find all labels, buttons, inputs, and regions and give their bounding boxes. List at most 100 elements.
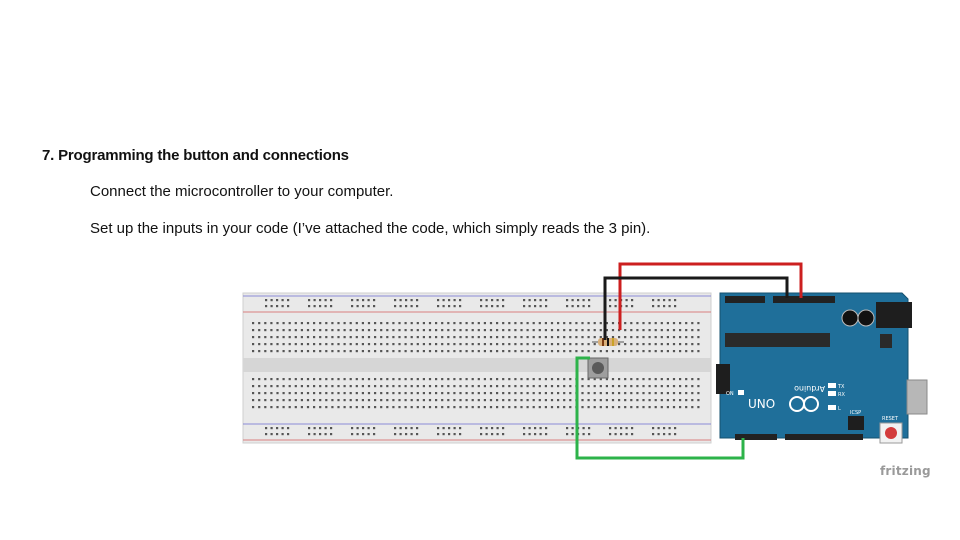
breadboard-hole — [550, 378, 554, 381]
breadboard-hole — [465, 406, 468, 409]
breadboard-hole — [471, 329, 474, 332]
breadboard-hole — [652, 427, 655, 430]
breadboard-hole — [483, 329, 486, 332]
breadboard-hole — [575, 350, 578, 353]
breadboard-hole — [691, 392, 694, 395]
breadboard-hole — [614, 305, 617, 308]
breadboard-hole — [313, 305, 316, 308]
breadboard-hole — [605, 336, 608, 339]
breadboard-hole — [355, 329, 358, 332]
breadboard-hole — [544, 322, 547, 325]
breadboard-hole — [351, 427, 354, 430]
breadboard-hole — [300, 392, 303, 395]
breadboard-hole — [337, 343, 340, 346]
breadboard-hole — [544, 406, 547, 409]
breadboard-hole — [313, 385, 316, 388]
breadboard-hole — [386, 322, 389, 325]
breadboard-hole — [453, 399, 456, 402]
breadboard-hole — [685, 378, 688, 381]
breadboard-hole — [265, 433, 268, 436]
breadboard-hole — [697, 343, 700, 346]
green-wire — [575, 356, 745, 460]
breadboard-hole — [508, 406, 511, 409]
breadboard-hole — [394, 427, 397, 430]
breadboard-hole — [587, 343, 590, 346]
breadboard-hole — [442, 299, 445, 302]
breadboard-hole — [631, 427, 634, 430]
breadboard-hole — [611, 392, 615, 395]
breadboard-hole — [557, 350, 560, 353]
breadboard-hole — [281, 433, 284, 436]
breadboard-hole — [380, 350, 383, 353]
breadboard-hole — [386, 399, 389, 402]
breadboard-hole — [300, 322, 303, 325]
breadboard-hole — [330, 299, 333, 302]
breadboard-hole — [410, 427, 413, 430]
breadboard-hole — [361, 406, 364, 409]
breadboard-hole — [428, 343, 432, 346]
breadboard-hole — [270, 433, 273, 436]
breadboard-hole — [685, 385, 688, 388]
breadboard-hole — [620, 427, 623, 430]
breadboard-hole — [447, 378, 450, 381]
breadboard-hole — [674, 433, 677, 436]
breadboard-hole — [459, 329, 462, 332]
breadboard-hole — [514, 336, 517, 339]
breadboard-hole — [337, 392, 340, 395]
breadboard-hole — [496, 322, 499, 325]
breadboard-hole — [587, 378, 590, 381]
breadboard-hole — [630, 350, 633, 353]
breadboard-hole — [563, 385, 566, 388]
breadboard-hole — [660, 322, 663, 325]
breadboard-hole — [459, 385, 462, 388]
resistor — [592, 338, 624, 346]
breadboard-hole — [550, 336, 554, 339]
breadboard-hole — [697, 350, 700, 353]
breadboard-hole — [652, 433, 655, 436]
breadboard-hole — [489, 392, 493, 395]
breadboard-hole — [691, 343, 694, 346]
breadboard-hole — [374, 350, 377, 353]
breadboard-hole — [514, 392, 517, 395]
breadboard-hole — [496, 427, 499, 430]
breadboard-hole — [691, 350, 694, 353]
breadboard-hole — [447, 385, 450, 388]
breadboard-hole — [398, 378, 401, 381]
breadboard-hole — [416, 406, 419, 409]
breadboard-hole — [593, 392, 596, 395]
breadboard-hole — [575, 322, 578, 325]
breadboard-hole — [319, 343, 322, 346]
breadboard-hole — [459, 343, 462, 346]
breadboard-hole — [356, 433, 359, 436]
breadboard-hole — [593, 385, 596, 388]
breadboard-hole — [502, 385, 505, 388]
breadboard-hole — [523, 299, 526, 302]
breadboard-hole — [465, 322, 468, 325]
breadboard-hole — [514, 322, 517, 325]
breadboard-hole — [264, 343, 267, 346]
breadboard-hole — [624, 329, 627, 332]
breadboard-hole — [459, 299, 462, 302]
breadboard-hole — [319, 336, 322, 339]
breadboard-hole — [538, 329, 541, 332]
breadboard-hole — [496, 329, 499, 332]
breadboard-hole — [631, 433, 634, 436]
breadboard-hole — [550, 406, 554, 409]
breadboard-hole — [367, 378, 371, 381]
breadboard-hole — [410, 322, 413, 325]
breadboard-hole — [252, 350, 255, 353]
breadboard-hole — [691, 399, 694, 402]
breadboard-hole — [483, 378, 486, 381]
breadboard-hole — [422, 399, 425, 402]
breadboard-hole — [642, 350, 645, 353]
breadboard-hole — [428, 385, 432, 388]
breadboard-hole — [544, 392, 547, 395]
breadboard-hole — [361, 399, 364, 402]
breadboard-hole — [502, 322, 505, 325]
breadboard-hole — [691, 378, 694, 381]
breadboard-hole — [287, 427, 290, 430]
breadboard-hole — [526, 392, 529, 395]
breadboard-hole — [325, 392, 328, 395]
breadboard-hole — [679, 350, 682, 353]
breadboard-hole — [422, 385, 425, 388]
